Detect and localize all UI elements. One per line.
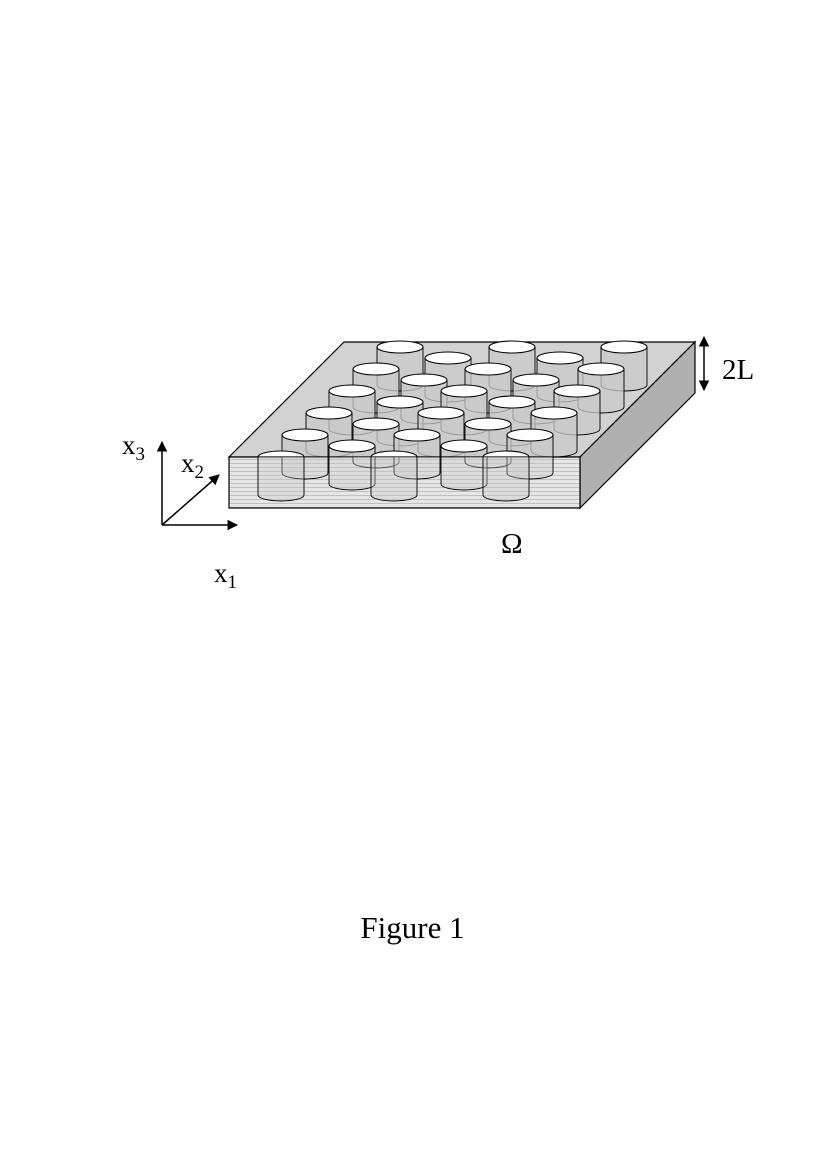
- cylinder-front-outline: [506, 457, 554, 480]
- x1-axis-label: x1: [214, 558, 237, 593]
- thickness-label: 2L: [722, 354, 755, 386]
- cylinder-front-outline: [281, 457, 329, 480]
- cylinder-front-outline: [352, 457, 400, 469]
- front-cylinder-outlines: [257, 457, 554, 502]
- domain-label: Ω: [501, 528, 523, 560]
- cylinder-front-outline: [440, 457, 488, 491]
- cylinder-front-outline: [257, 457, 305, 502]
- x3-axis-label: x3: [122, 430, 145, 465]
- cylinder-front-outline: [482, 457, 530, 502]
- figure-caption: Figure 1: [360, 910, 465, 945]
- cylinder-front-outline: [464, 457, 512, 469]
- cylinder-front-outline: [328, 457, 376, 491]
- x2-axis-label: x2: [181, 448, 204, 483]
- cylinder-front-outline: [370, 457, 418, 502]
- x2-axis-arrow: [161, 474, 220, 526]
